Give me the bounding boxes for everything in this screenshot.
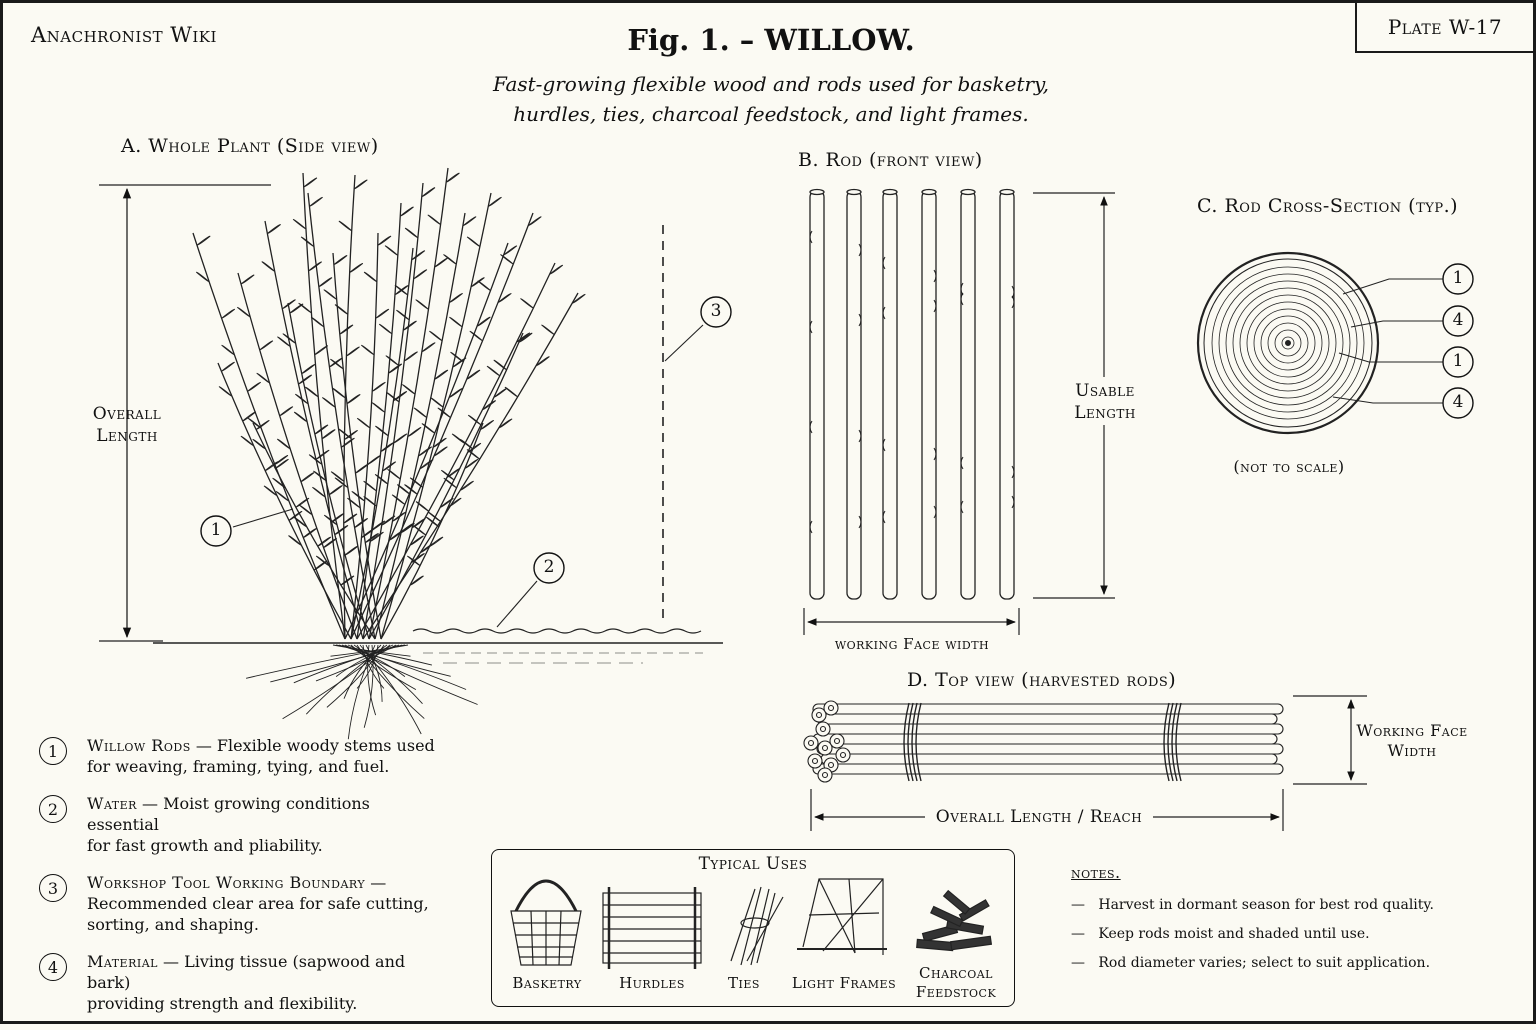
legend-text: sorting, and shaping. [87, 915, 259, 934]
legend-text: Living tissue (sapwood and bark) [87, 952, 406, 992]
legend-number: 4 [39, 953, 67, 981]
figure-title: Fig. 1. – WILLOW. [627, 23, 915, 57]
note-item: — Keep rods moist and shaded until use. [1071, 926, 1370, 942]
callout-circles-cross-section [1442, 263, 1474, 419]
notes-title: notes. [1071, 863, 1121, 882]
legend-number: 3 [39, 874, 67, 902]
legend-item: 4 Material — Living tissue (sapwood and … [39, 951, 439, 1014]
legend-item: 2 Water — Moist growing conditions essen… [39, 793, 439, 856]
overall-length-line1: Overall [92, 404, 162, 424]
not-to-scale-label: (not to scale) [1233, 457, 1345, 476]
working-face-width-label: working Face width [834, 635, 990, 653]
use-label-basketry: Basketry [512, 974, 582, 992]
note-item: — Rod diameter varies; select to suit ap… [1071, 955, 1431, 971]
hurdle-icon [602, 887, 702, 969]
rod-dimensions [803, 192, 1115, 635]
note-text: Harvest in dormant season for best rod q… [1098, 897, 1434, 913]
uses-icons [510, 878, 993, 969]
harvested-rod-bundle [803, 700, 1284, 783]
overall-reach-label: Overall Length / Reach [935, 807, 1143, 827]
plate-number: Plate W-17 [1355, 3, 1533, 53]
callout-number: 4 [1452, 310, 1464, 330]
usable-length-label: Usable Length [1053, 380, 1157, 424]
legend-text: Recommended clear area for safe cutting, [87, 894, 429, 913]
use-label-charcoal-feedstock: Charcoal Feedstock [906, 964, 1006, 1002]
rods-front-view [809, 188, 1015, 600]
plant-illustration [99, 167, 723, 740]
legend-text: providing strength and flexibility. [87, 994, 358, 1013]
typical-uses-title: Typical Uses [698, 854, 808, 874]
note-text: Rod diameter varies; select to suit appl… [1098, 955, 1431, 971]
section-c-title: C. Rod Cross-Section (typ.) [1197, 195, 1459, 217]
legend: 1 Willow Rods — Flexible woody stems use… [39, 735, 439, 1030]
legend-term: Material [87, 952, 158, 971]
callout-number: 3 [710, 301, 722, 321]
typical-uses-box: Typical Uses Basketry Hurdles Ties Light… [491, 849, 1015, 1007]
note-item: — Harvest in dormant season for best rod… [1071, 897, 1434, 913]
callout-circles-plant [200, 296, 732, 584]
working-face-width-d-line1: Working Face [1356, 721, 1468, 740]
bundle-dimensions [810, 695, 1367, 831]
light-frame-icon [797, 878, 887, 955]
section-d-title: D. Top view (harvested rods) [907, 669, 1177, 691]
working-face-width-d-line2: Width [1387, 741, 1437, 760]
usable-length-line1: Usable [1075, 381, 1135, 401]
legend-number: 2 [39, 795, 67, 823]
use-label-ties: Ties [728, 974, 760, 992]
overall-length-label: Overall Length [73, 403, 181, 447]
overall-length-line2: Length [96, 426, 158, 446]
callout-number: 2 [543, 557, 555, 577]
brand-name: Anachronist Wiki [31, 23, 217, 47]
legend-item: 3 Workshop Tool Working Boundary — Recom… [39, 872, 439, 935]
notes: notes. — Harvest in dormant season for b… [1071, 863, 1511, 983]
section-b-title: B. Rod (front view) [798, 149, 983, 171]
legend-number: 1 [39, 737, 67, 765]
callout-number: 1 [210, 520, 222, 540]
legend-text: Moist growing conditions essential [87, 794, 370, 834]
figure-subtitle: Fast-growing flexible wood and rods used… [3, 69, 1536, 129]
legend-text: for fast growth and pliability. [87, 836, 323, 855]
callout-number: 1 [1452, 351, 1464, 371]
legend-term: Willow Rods [87, 736, 191, 755]
illustration-canvas [99, 167, 1474, 969]
use-label-line: Charcoal [919, 964, 993, 982]
callout-number: 4 [1452, 392, 1464, 412]
use-label-line: Feedstock [915, 983, 997, 1001]
legend-text: for weaving, framing, tying, and fuel. [87, 757, 390, 776]
subtitle-line-1: Fast-growing flexible wood and rods used… [492, 72, 1050, 96]
use-label-hurdles: Hurdles [619, 974, 685, 992]
legend-term: Water [87, 794, 137, 813]
section-a-title: A. Whole Plant (Side view) [121, 135, 379, 157]
usable-length-line2: Length [1074, 403, 1136, 423]
legend-term: Workshop Tool Working Boundary [87, 873, 366, 892]
rod-cross-section [1196, 251, 1380, 435]
basket-icon [510, 879, 582, 966]
charcoal-icon [916, 889, 993, 952]
subtitle-line-2: hurdles, ties, charcoal feedstock, and l… [513, 102, 1029, 126]
ties-icon [730, 886, 784, 966]
use-label-light-frames: Light Frames [791, 974, 897, 992]
legend-text: Flexible woody stems used [216, 736, 435, 755]
callout-number: 1 [1452, 268, 1464, 288]
cross-section-leaders [1332, 278, 1443, 404]
note-text: Keep rods moist and shaded until use. [1098, 926, 1370, 942]
legend-item: 1 Willow Rods — Flexible woody stems use… [39, 735, 439, 777]
working-face-width-d-label: Working Face Width [1351, 721, 1473, 761]
